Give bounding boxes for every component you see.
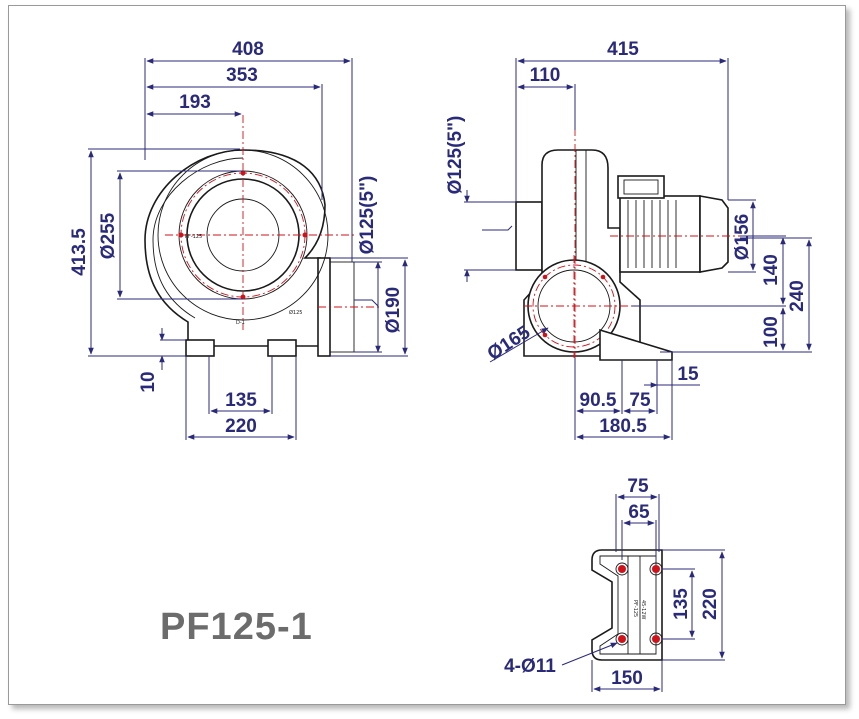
dim-side-height-overall: 240 — [787, 280, 808, 312]
base-view: PF-125 45-12W 75 65 135 220 4-Ø11 — [504, 476, 725, 692]
dim-leader-190 — [354, 299, 379, 307]
dim-outlet-diameter: Ø125(5") — [357, 176, 378, 255]
dim-base-length-inner: 135 — [671, 588, 692, 620]
front-view: PF-125 Ø125 D-1 408 353 193 413.5 Ø255 — [69, 39, 408, 440]
side-inlet-stub — [515, 201, 543, 271]
dim-inlet-offset: 110 — [530, 65, 561, 86]
dim-base-span: 150 — [611, 668, 643, 689]
dim-motor-center: 140 — [761, 254, 782, 286]
dim-width-overall: 408 — [232, 39, 264, 60]
dim-base-width-inner: 65 — [628, 502, 650, 523]
dim-foot-a: 90.5 — [580, 390, 617, 411]
dim-outlet-flange: Ø190 — [383, 287, 404, 333]
dim-motor-diameter: Ø156 — [732, 214, 753, 260]
front-bolt-hole — [240, 170, 246, 176]
front-label-code: D-1 — [236, 320, 245, 326]
base-bolt-hole — [618, 565, 626, 573]
dim-width-body: 353 — [226, 65, 258, 86]
dim-leader-165 — [489, 327, 549, 363]
front-label-model: PF-125 — [185, 234, 202, 240]
base-label-code: 45-12W — [640, 600, 646, 620]
dim-shaft-height: 100 — [761, 316, 782, 348]
dim-base-outer: 220 — [225, 416, 257, 437]
side-motor-endcap — [699, 195, 729, 273]
dim-height-overall: 413.5 — [69, 228, 90, 276]
dim-leader-holes — [561, 642, 618, 666]
dim-foot-c: 15 — [677, 364, 699, 385]
front-casing-rim — [152, 157, 244, 319]
dim-base-height: 10 — [138, 371, 159, 392]
dim-length-overall: 415 — [607, 39, 639, 60]
front-label-size: Ø125 — [289, 309, 302, 316]
base-bolt-hole — [652, 565, 660, 573]
dim-base-holes: 4-Ø11 — [504, 656, 556, 677]
drawing-frame — [8, 5, 846, 705]
front-foot-right — [267, 339, 297, 357]
base-bolt-hole — [618, 635, 626, 643]
front-foot-left — [185, 339, 215, 357]
model-title: PF125-1 — [160, 606, 313, 648]
side-terminal-box — [617, 175, 665, 199]
dim-side-inlet-diameter: Ø125(5") — [445, 116, 466, 195]
dim-base-inner: 135 — [225, 390, 257, 411]
base-label-model: PF-125 — [632, 600, 638, 617]
dim-base-length-outer: 220 — [700, 588, 721, 620]
dim-base-width-outer: 75 — [627, 476, 649, 497]
dim-foot-b: 75 — [629, 390, 651, 411]
base-frame — [591, 549, 663, 661]
dim-foot-total: 180.5 — [599, 416, 647, 437]
dim-leader-side-125 — [482, 225, 513, 231]
dim-inlet-diameter: Ø255 — [98, 212, 119, 259]
dim-width-center: 193 — [179, 92, 211, 113]
side-view: 415 110 Ø125(5") Ø156 140 100 — [445, 39, 812, 440]
base-bolt-hole — [652, 635, 660, 643]
